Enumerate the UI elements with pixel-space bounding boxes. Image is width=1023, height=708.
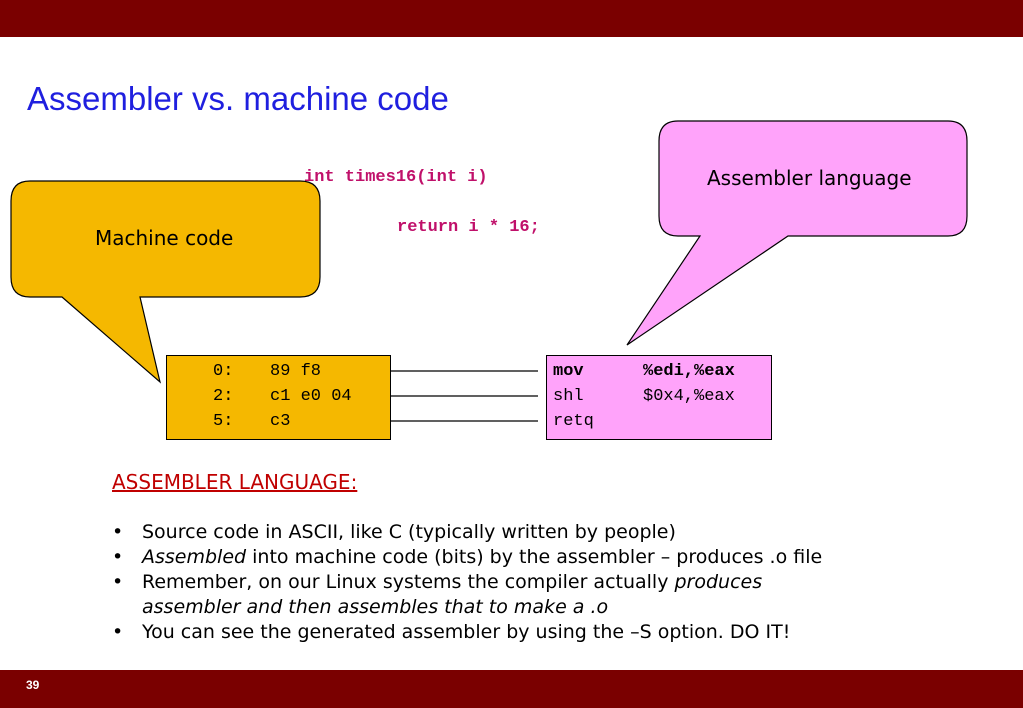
- machine-addr-0: 0:: [213, 362, 234, 381]
- slide-title: Assembler vs. machine code: [27, 80, 449, 117]
- asm-op-0: mov: [553, 362, 584, 381]
- bullet-item: • Source code in ASCII, like C (typicall…: [112, 520, 822, 545]
- bullet-text-2: into machine code (bits) by the assemble…: [246, 546, 823, 568]
- bullet-text-3: Remember, on our Linux systems the compi…: [142, 571, 675, 593]
- bullet-text-3-continuation: assembler and then assembles that to mak…: [142, 596, 609, 618]
- bullet-text-3-italic: produces: [674, 571, 763, 593]
- asm-args-0: %edi,%eax: [643, 362, 735, 381]
- machine-bytes-0: 89 f8: [270, 362, 322, 381]
- bottom-bar: 39: [0, 670, 1023, 708]
- machine-addr-2: 5:: [213, 412, 234, 431]
- machine-addr-1: 2:: [213, 387, 234, 406]
- bullet-dot: •: [112, 546, 124, 568]
- asm-op-1: shl: [553, 387, 584, 406]
- code-signature: int times16(int i): [304, 168, 488, 187]
- bullet-dot: •: [112, 621, 124, 643]
- bullet-item: • Assembled into machine code (bits) by …: [112, 545, 822, 570]
- bullet-dot: •: [112, 571, 124, 593]
- bullet-item: • Remember, on our Linux systems the com…: [112, 570, 822, 620]
- assembly-box: mov %edi,%eax shl $0x4,%eax retq: [546, 355, 772, 440]
- machine-code-callout: [10, 180, 321, 384]
- machine-bytes-1: c1 e0 04: [270, 387, 352, 406]
- machine-code-box: 0: 89 f8 2: c1 e0 04 5: c3: [166, 355, 391, 440]
- asm-args-1: $0x4,%eax: [643, 387, 735, 406]
- machine-bytes-2: c3: [270, 412, 291, 431]
- assembler-language-label: Assembler language: [707, 166, 912, 190]
- asm-op-2: retq: [553, 412, 594, 431]
- top-bar: [0, 0, 1023, 37]
- bullet-item: • You can see the generated assembler by…: [112, 620, 822, 645]
- notes-list: • Source code in ASCII, like C (typicall…: [112, 520, 822, 645]
- machine-code-label: Machine code: [95, 226, 234, 250]
- bullet-text-1: Source code in ASCII, like C (typically …: [142, 521, 676, 543]
- notes-heading: ASSEMBLER LANGUAGE:: [112, 470, 358, 494]
- code-return: return i * 16;: [397, 218, 540, 237]
- bullet-text-2-italic: Assembled: [142, 546, 247, 568]
- assembler-callout: [626, 120, 968, 346]
- bullet-dot: •: [112, 521, 124, 543]
- bullet-text-4: You can see the generated assembler by u…: [142, 621, 791, 643]
- slide-number: 39: [26, 678, 40, 692]
